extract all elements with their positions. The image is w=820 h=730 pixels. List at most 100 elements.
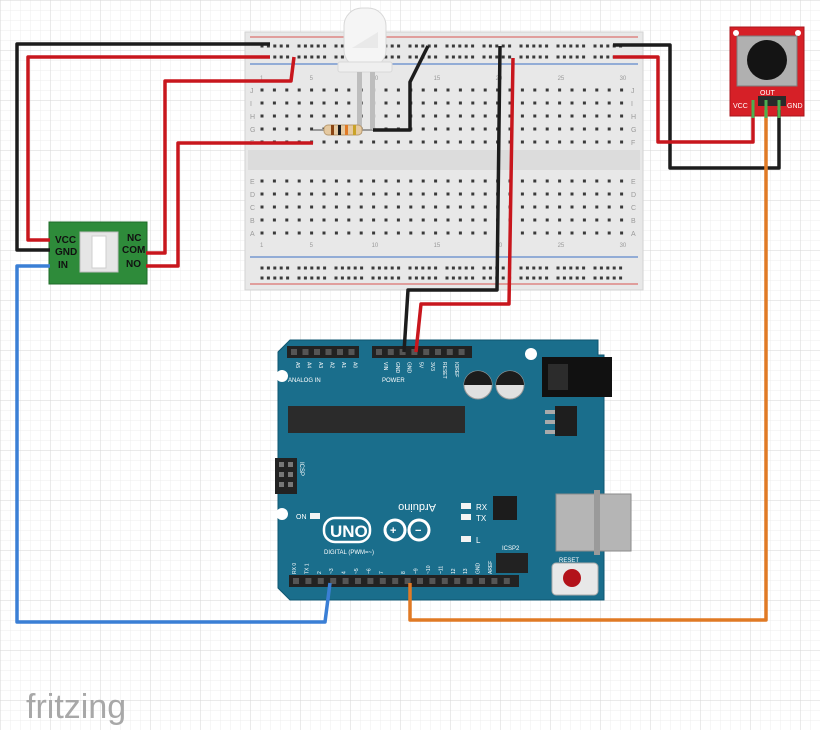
rail-hole	[334, 266, 338, 270]
header-hole	[348, 349, 355, 355]
row-letter: A	[631, 231, 636, 238]
breadboard-hole	[533, 218, 537, 222]
relay-pin-gnd: GND	[55, 247, 77, 258]
rail-hole	[279, 276, 283, 280]
wire-arduino-gnd[interactable]	[402, 45, 502, 353]
rail-hole	[519, 266, 523, 270]
breadboard-hole	[272, 192, 276, 196]
breadboard-hole	[570, 140, 574, 144]
push-button-cap[interactable]	[747, 40, 787, 80]
resistor[interactable]	[313, 124, 372, 136]
wire-relay-in[interactable]	[15, 264, 332, 624]
rail-hole	[545, 276, 549, 280]
wire-relay-gnd[interactable]	[15, 42, 270, 252]
rail-hole	[360, 276, 364, 280]
rail-hole	[471, 55, 475, 59]
breadboard-hole	[520, 218, 524, 222]
breadboard-hole	[471, 140, 475, 144]
breadboard-hole	[545, 205, 549, 209]
digital-pin-label: ~11	[438, 566, 444, 574]
column-number: 5	[310, 243, 314, 249]
wire-relay-no[interactable]	[146, 141, 313, 268]
breadboard-hole	[359, 179, 363, 183]
header-hole	[466, 578, 473, 584]
breadboard-hole	[545, 179, 549, 183]
digital-holes	[293, 578, 510, 584]
breadboard-hole	[558, 101, 562, 105]
breadboard-hole	[384, 192, 388, 196]
rail-hole	[266, 44, 270, 48]
rail-hole	[286, 44, 290, 48]
breadboard-hole	[471, 192, 475, 196]
analog-in-label: ANALOG IN	[288, 378, 321, 384]
rail-hole	[297, 266, 301, 270]
rail-hole	[347, 266, 351, 270]
rail-hole	[599, 276, 603, 280]
header-hole	[293, 578, 299, 584]
breadboard-hole	[310, 88, 314, 92]
digital-pin-label: ~5	[354, 568, 360, 574]
rail-hole	[303, 44, 307, 48]
breadboard-hole	[409, 231, 413, 235]
header-hole	[317, 578, 324, 584]
breadboard-hole	[384, 88, 388, 92]
rail-hole	[451, 276, 455, 280]
breadboard-hole	[533, 231, 537, 235]
rail-hole	[464, 55, 468, 59]
digital-pin-label: AREF	[488, 561, 494, 574]
breadboard[interactable]: JJIIHHGGFFEEDDCCBBAA11551010151520202525…	[244, 31, 644, 291]
rail-hole	[545, 55, 549, 59]
digital-pin-label: 2	[317, 571, 323, 574]
digital-pin-label: GND	[476, 563, 482, 575]
header-hole	[355, 578, 361, 584]
wire-button-vcc[interactable]	[613, 55, 755, 144]
breadboard-hole	[396, 218, 400, 222]
led[interactable]	[337, 7, 393, 134]
wire-relay-vcc[interactable]	[26, 55, 270, 242]
wire-relay-nc[interactable]	[146, 56, 296, 255]
breadboard-hole	[297, 114, 301, 118]
relay-module[interactable]: VCC GND IN NC COM NO	[48, 221, 148, 285]
rail-hole	[316, 55, 320, 59]
rail-hole	[303, 276, 307, 280]
relay-pin-in: IN	[58, 260, 68, 271]
breadboard-hole	[285, 205, 289, 209]
breadboard-hole	[396, 101, 400, 105]
rail-hole	[458, 276, 462, 280]
wire-button-gnd[interactable]	[613, 43, 781, 170]
breadboard-hole	[508, 88, 512, 92]
breadboard-hole	[582, 231, 586, 235]
breadboard-hole	[272, 205, 276, 209]
power-rail-bottom	[260, 266, 623, 280]
breadboard-hole	[620, 88, 624, 92]
rail-hole	[266, 276, 270, 280]
header-holes	[291, 349, 465, 355]
breadboard-hole	[483, 140, 487, 144]
uno-logo: UNO	[330, 522, 368, 541]
breadboard-hole	[359, 205, 363, 209]
breadboard-hole	[446, 231, 450, 235]
breadboard-hole	[347, 140, 351, 144]
breadboard-hole	[483, 127, 487, 131]
breadboard-hole	[508, 114, 512, 118]
wire-button-out[interactable]	[408, 110, 768, 622]
breadboard-hole	[446, 192, 450, 196]
rail-hole	[575, 276, 579, 280]
breadboard-hole	[409, 218, 413, 222]
rail-hole	[501, 276, 505, 280]
rail-hole	[569, 44, 573, 48]
rail-hole	[371, 276, 375, 280]
rail-hole	[390, 266, 394, 270]
header-hole	[441, 578, 448, 584]
wire-arduino-5v[interactable]	[414, 57, 515, 353]
row-letter: C	[250, 205, 255, 212]
breadboard-hole	[570, 101, 574, 105]
rail-hole	[297, 44, 301, 48]
breadboard-hole	[607, 101, 611, 105]
wire-led-gnd[interactable]	[373, 45, 430, 132]
breadboard-hole	[272, 114, 276, 118]
breadboard-hole	[582, 101, 586, 105]
breadboard-hole	[520, 231, 524, 235]
breadboard-hole	[558, 205, 562, 209]
